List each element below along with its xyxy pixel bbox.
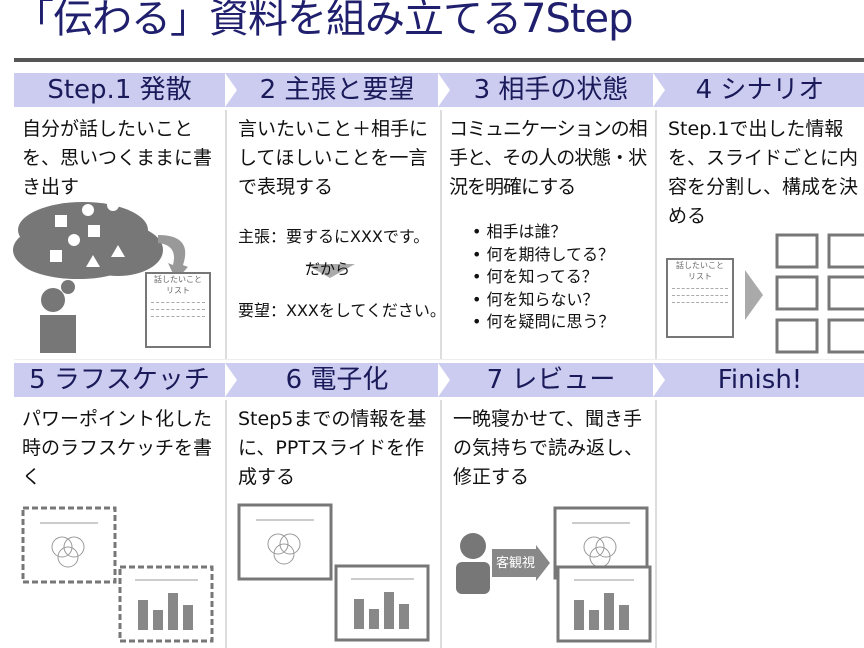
list-document-icon: 話したいことリスト bbox=[666, 258, 734, 338]
step5-text: パワーポイント化した時のラフスケッチを書く bbox=[22, 408, 213, 488]
slide-cards-icon bbox=[775, 233, 864, 354]
thought-cloud-icon bbox=[13, 199, 188, 353]
question-item: • 何を知らない？ bbox=[472, 289, 599, 309]
step2-text: 言いたいこと＋相手にしてほしいことを一言で表現する bbox=[238, 118, 429, 198]
divider bbox=[440, 400, 442, 648]
question-item: • 何を期待してる？ bbox=[472, 244, 615, 264]
chevron-icon bbox=[653, 73, 665, 107]
step3-text: コミュニケーションの相手と、その人の状態・状況を明確にする bbox=[449, 118, 648, 198]
question-item: • 何を疑問に思う？ bbox=[472, 312, 615, 331]
ppt-slides-icon bbox=[237, 503, 430, 642]
chevron-icon bbox=[225, 363, 237, 397]
step4-header: 4 シナリオ bbox=[695, 75, 825, 105]
request-text: 要望：XXXをしてください。 bbox=[238, 301, 446, 320]
divider bbox=[655, 110, 657, 360]
step6-header: 6 電子化 bbox=[285, 365, 389, 395]
arrow-right-icon bbox=[492, 545, 550, 581]
arrow-down-icon bbox=[305, 264, 355, 278]
step7-text: 一晩寝かせて、聞き手の気持ちで読み返し、修正する bbox=[453, 408, 644, 488]
chevron-icon bbox=[438, 73, 450, 107]
step7-header: 7 レビュー bbox=[486, 365, 616, 395]
step3-header: 3 相手の状態 bbox=[473, 75, 629, 105]
title-rule bbox=[14, 58, 864, 62]
divider bbox=[655, 400, 657, 648]
divider bbox=[225, 400, 227, 648]
step6-text: Step5までの情報を基に、PPTスライドを作成する bbox=[238, 408, 427, 488]
arrow-right-icon bbox=[745, 270, 763, 320]
question-item: • 何を知ってる？ bbox=[472, 267, 598, 286]
ppt-slides-icon bbox=[553, 506, 652, 643]
step4-text: Step.1で出した情報を、スライドごとに内容を分割し、構成を決める bbox=[668, 118, 859, 227]
claim-text: 主張：要するにXXXです。 bbox=[238, 227, 430, 246]
step1-header: Step.1 発散 bbox=[47, 75, 192, 105]
slide-title: 「伝わる」資料を組み立てる7Step bbox=[14, 0, 634, 42]
review-label: 客観視 bbox=[496, 556, 536, 571]
finish-header: Finish! bbox=[717, 365, 803, 395]
person-icon bbox=[456, 533, 490, 594]
connector-text: だから bbox=[305, 260, 351, 278]
rough-sketch-icon bbox=[21, 506, 214, 643]
step1-text: 自分が話したいことを、思いつくままに書き出す bbox=[22, 118, 213, 198]
chevron-icon bbox=[438, 363, 450, 397]
row-divider bbox=[14, 359, 864, 360]
chevron-icon bbox=[653, 363, 665, 397]
divider bbox=[225, 110, 227, 360]
step5-header: 5 ラフスケッチ bbox=[29, 365, 210, 395]
divider bbox=[440, 110, 442, 360]
list-document-icon: 話したいことリスト bbox=[145, 272, 211, 348]
question-item: • 相手は誰？ bbox=[472, 222, 567, 241]
chevron-icon bbox=[225, 73, 237, 107]
step2-header: 2 主張と要望 bbox=[259, 75, 415, 105]
question-list: • 相手は誰？ • 何を期待してる？ • 何を知ってる？ • 何を知らない？ •… bbox=[472, 221, 615, 334]
